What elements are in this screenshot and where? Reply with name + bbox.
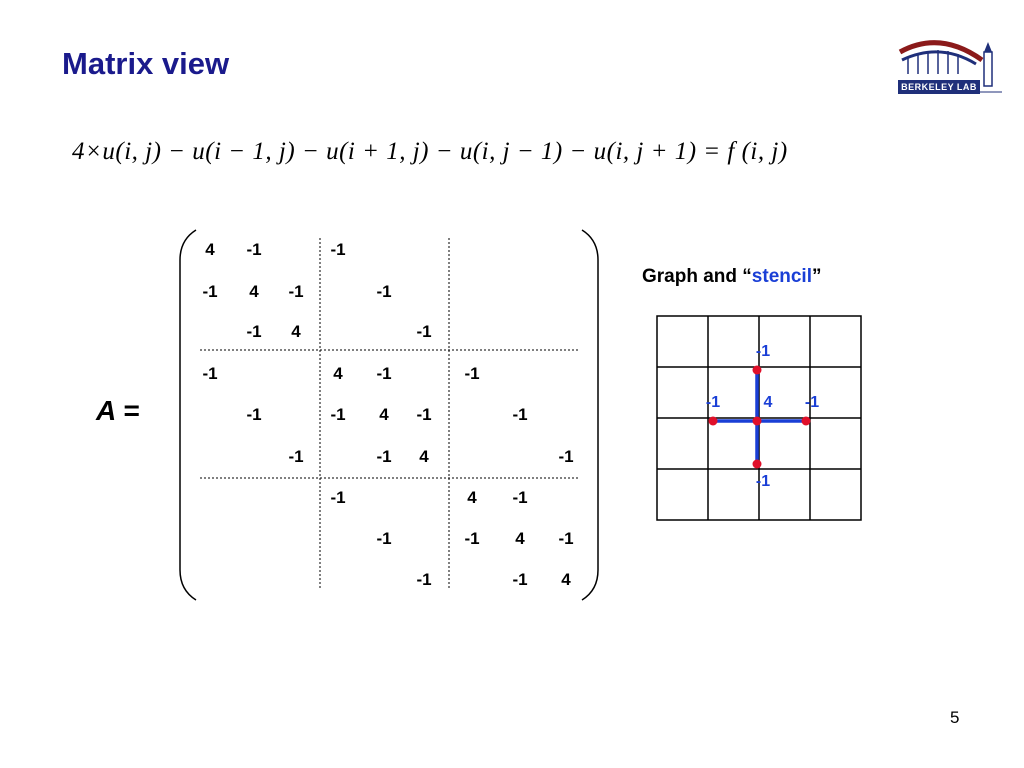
matrix-cell: -1: [416, 570, 432, 589]
stencil-label-right: -1: [804, 394, 820, 411]
matrix-cell: -1: [464, 529, 480, 548]
matrix-cell: 4: [561, 570, 571, 589]
matrix-cell: -1: [416, 405, 432, 424]
slide-title: Matrix view: [62, 46, 230, 81]
matrix-cell: -1: [202, 364, 218, 383]
stencil-label-center: 4: [763, 394, 773, 411]
matrix-cell: -1: [330, 240, 346, 259]
matrix-label: A =: [96, 395, 140, 426]
matrix-cell: -1: [330, 488, 346, 507]
graph-title-accent: stencil: [751, 266, 812, 287]
matrix-cell: -1: [558, 529, 574, 548]
matrix-cell: -1: [416, 322, 432, 341]
matrix-cell: 4: [333, 364, 343, 383]
matrix-cell: -1: [288, 282, 304, 301]
matrix-cell: -1: [376, 282, 392, 301]
graph-title-suffix: ”: [812, 266, 822, 287]
matrix-cell: 4: [291, 322, 301, 341]
logo-text: BERKELEY LAB: [898, 80, 980, 94]
node-bottom: [752, 459, 762, 469]
stencil-nodes: [708, 365, 811, 469]
left-bracket: [179, 229, 197, 601]
matrix-cell: -1: [376, 529, 392, 548]
matrix-cell: -1: [288, 447, 304, 466]
node-left: [708, 416, 718, 426]
node-right: [801, 416, 811, 426]
right-bracket: [581, 229, 599, 601]
page-number: 5: [950, 708, 960, 727]
matrix-cell: -1: [376, 447, 392, 466]
matrix-cell: 4: [379, 405, 389, 424]
matrix-cell: -1: [330, 405, 346, 424]
matrix-cell: -1: [464, 364, 480, 383]
matrix-cell: 4: [419, 447, 429, 466]
matrix-cell: 4: [515, 529, 525, 548]
matrix-cell: -1: [246, 322, 262, 341]
graph-title: Graph and “stencil”: [642, 266, 822, 288]
matrix-cell: 4: [467, 488, 477, 507]
matrix-cell: -1: [512, 405, 528, 424]
node-center: [752, 416, 762, 426]
matrix-cell: 4: [205, 240, 215, 259]
graph-title-prefix: Graph and “: [642, 266, 752, 287]
stencil-label-top: -1: [755, 343, 771, 360]
matrix-cell: -1: [246, 240, 262, 259]
matrix-cell: -1: [202, 282, 218, 301]
stencil-label-bottom: -1: [755, 473, 771, 490]
matrix-cell: -1: [512, 570, 528, 589]
node-top: [752, 365, 762, 375]
matrix-cell: -1: [558, 447, 574, 466]
matrix-cell: -1: [246, 405, 262, 424]
equation: 4×u(i, j) − u(i − 1, j) − u(i + 1, j) − …: [72, 138, 788, 165]
matrix-cell: -1: [376, 364, 392, 383]
matrix-cell: -1: [512, 488, 528, 507]
matrix-cell: 4: [249, 282, 259, 301]
stencil-label-left: -1: [705, 394, 721, 411]
